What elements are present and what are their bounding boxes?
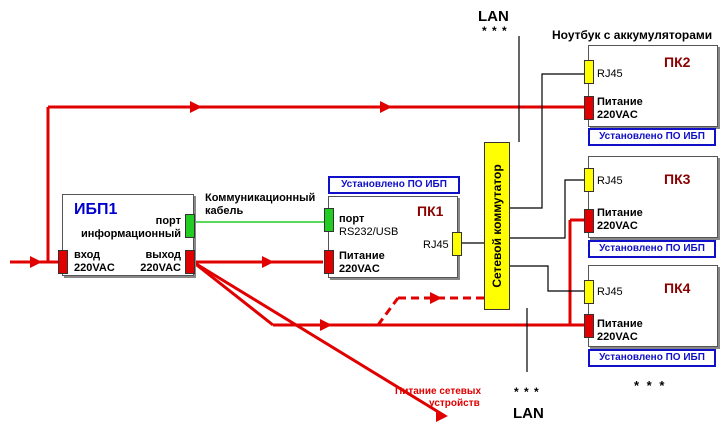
lan-bottom-stars: * * * <box>514 385 540 399</box>
ups-port-label-1: порт <box>155 215 181 227</box>
ups-comm-port <box>185 214 195 238</box>
pc3-rj45-port <box>584 168 594 192</box>
network-switch: Сетевой коммутатор <box>484 142 510 310</box>
more-pcs-stars: * * * <box>634 378 667 393</box>
notebook-caption: Ноутбук с аккумуляторами <box>552 28 713 42</box>
pc4-rj45-port <box>584 280 594 304</box>
ups-to-branch-wire <box>192 260 274 327</box>
pc4-box: ПК4 RJ45 Питание 220VAC <box>588 265 718 347</box>
network-devices-power-wire <box>192 260 446 418</box>
pc1-software-badge: Установлено ПО ИБП <box>328 176 460 194</box>
pc1-rj45-label: RJ45 <box>423 239 449 251</box>
ups-input-label-1: вход <box>74 249 101 261</box>
pc4-software-badge: Установлено ПО ИБП <box>588 349 716 367</box>
pc1-box: ПК1 порт RS232/USB Питание 220VAC RJ45 <box>328 196 458 278</box>
pc2-power-label-2: 220VAC <box>597 109 638 121</box>
ups-input-label-2: 220VAC <box>74 262 115 274</box>
switch-to-pc3-wire <box>508 179 584 239</box>
switch-to-pc4-wire <box>508 265 584 292</box>
pc4-rj45-label: RJ45 <box>597 286 623 298</box>
lan-top-stars: * * * <box>482 24 508 38</box>
pc2-box: ПК2 RJ45 Питание 220VAC <box>588 45 718 127</box>
switch-to-pc2-wire <box>508 73 584 209</box>
network-switch-label: Сетевой коммутатор <box>490 164 504 288</box>
pc2-rj45-label: RJ45 <box>597 68 623 80</box>
pc3-power-port <box>584 209 594 233</box>
comm-cable-label-2: кабель <box>205 205 244 217</box>
pc3-rj45-label: RJ45 <box>597 175 623 187</box>
pc1-power-label-1: Питание <box>339 250 385 262</box>
pc3-power-label-1: Питание <box>597 207 643 219</box>
ups-input-port <box>58 250 68 274</box>
lan-bottom-label: LAN <box>513 405 544 422</box>
power-arrows <box>30 101 448 422</box>
pc2-power-label-1: Питание <box>597 96 643 108</box>
pc3-software-badge: Установлено ПО ИБП <box>588 240 716 258</box>
ups-box: ИБП1 порт информационный вход 220VAC вых… <box>62 194 194 276</box>
ups-port-label-2: информационный <box>81 228 181 240</box>
ups-output-label-2: 220VAC <box>140 262 181 274</box>
pc1-title: ПК1 <box>417 203 444 219</box>
comm-cable-label-1: Коммуникационный <box>205 192 316 204</box>
pc1-port-label-1: порт <box>339 213 365 225</box>
pc4-power-port <box>584 314 594 338</box>
pc4-power-label-2: 220VAC <box>597 331 638 343</box>
pc3-power-label-2: 220VAC <box>597 220 638 232</box>
pc2-rj45-port <box>584 60 594 84</box>
pc2-power-port <box>584 96 594 120</box>
network-wires <box>460 36 584 372</box>
network-power-label-1: Питание сетевых <box>395 386 482 397</box>
pc2-software-badge: Установлено ПО ИБП <box>588 128 716 146</box>
pc2-title: ПК2 <box>664 54 691 70</box>
pc1-power-port <box>324 250 334 274</box>
pc3-title: ПК3 <box>664 171 691 187</box>
network-power-label-2: устройств <box>429 398 480 409</box>
pc1-comm-port <box>324 208 334 232</box>
pc1-rj45-port <box>452 232 462 256</box>
ups-output-label-1: выход <box>145 249 181 261</box>
pc4-title: ПК4 <box>664 280 691 296</box>
ups-output-port <box>185 250 195 274</box>
pc3-box: ПК3 RJ45 Питание 220VAC <box>588 156 718 238</box>
pc1-power-label-2: 220VAC <box>339 263 380 275</box>
pc4-power-label-1: Питание <box>597 318 643 330</box>
ups-title: ИБП1 <box>74 201 118 218</box>
pc1-port-label-2: RS232/USB <box>339 226 399 238</box>
lan-top-label: LAN <box>478 8 509 25</box>
